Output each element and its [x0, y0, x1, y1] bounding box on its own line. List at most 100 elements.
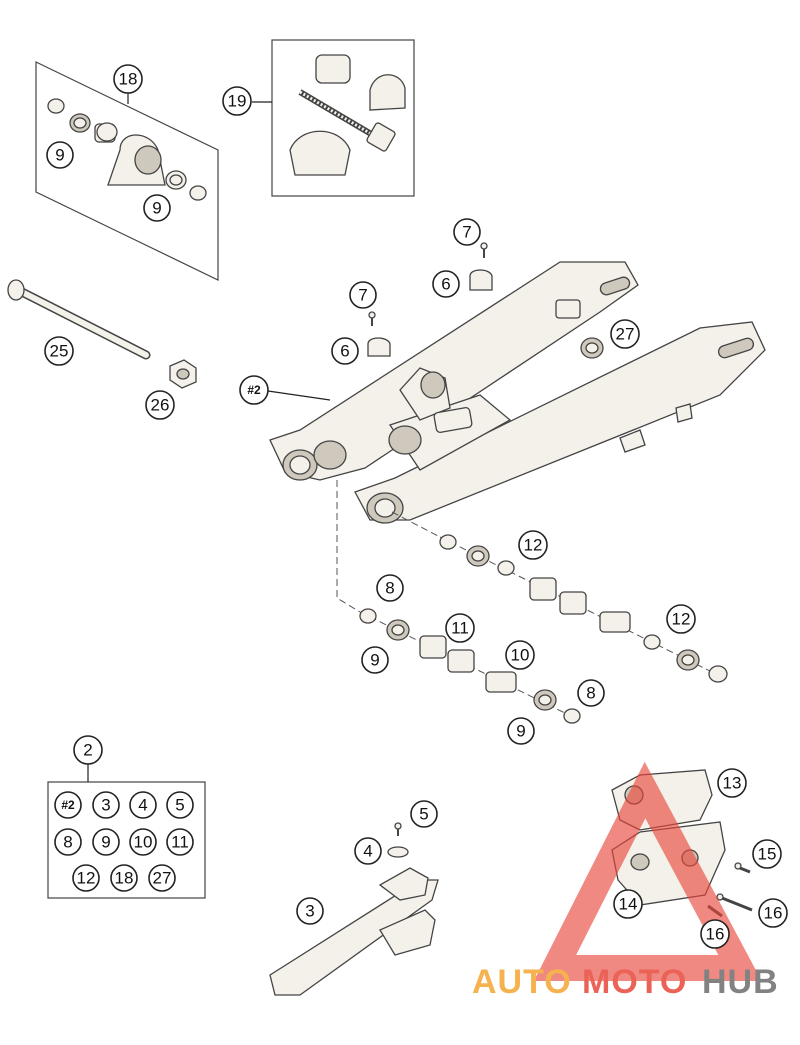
svg-text:12: 12: [77, 869, 96, 888]
callout-2: 2: [73, 735, 103, 765]
callout-14: 14: [613, 889, 643, 919]
svg-text:10: 10: [511, 646, 530, 665]
svg-text:#2: #2: [247, 383, 261, 397]
kit-item-10: 10: [129, 828, 157, 856]
svg-text:18: 18: [115, 869, 134, 888]
callout-6a: 6: [432, 270, 460, 298]
svg-text:5: 5: [419, 805, 428, 824]
svg-text:13: 13: [723, 774, 742, 793]
callout-27: 27: [610, 319, 640, 349]
kit-18-panel: [35, 61, 219, 281]
kit-item-11: 11: [166, 828, 194, 856]
svg-text:8: 8: [385, 579, 394, 598]
svg-text:9: 9: [101, 833, 110, 852]
callout-6b: 6: [331, 337, 359, 365]
callout-4: 4: [354, 837, 382, 865]
callout-15: 15: [752, 839, 782, 869]
callout-8b: 8: [577, 679, 605, 707]
svg-text:25: 25: [50, 342, 69, 361]
kit-item-hash2: #2: [54, 791, 82, 819]
callout-9b: 9: [143, 194, 171, 222]
callout-12a: 12: [518, 530, 548, 560]
kit-item-18: 18: [110, 864, 138, 892]
callout-16b: 16: [700, 919, 730, 949]
chain-slider: [269, 867, 439, 996]
callout-9a: 9: [46, 141, 74, 169]
watermark-auto: AUTO: [472, 963, 572, 1001]
svg-text:12: 12: [672, 610, 691, 629]
callout-9c: 9: [361, 646, 389, 674]
automotohub-watermark: AUTO MOTO HUB: [472, 761, 779, 1001]
svg-text:4: 4: [138, 796, 147, 815]
svg-text:4: 4: [363, 842, 372, 861]
svg-text:12: 12: [524, 536, 543, 555]
callout-9d: 9: [507, 717, 535, 745]
axle-nut: [169, 359, 197, 389]
svg-text:16: 16: [706, 925, 725, 944]
callout-8a: 8: [376, 574, 404, 602]
kit-18-parts: [47, 98, 207, 201]
callout-18: 18: [113, 64, 143, 94]
kit-item-27: 27: [148, 864, 176, 892]
svg-text:27: 27: [616, 325, 635, 344]
svg-text:15: 15: [758, 845, 777, 864]
screw-5-washer-4: [387, 822, 409, 858]
svg-text:9: 9: [152, 199, 161, 218]
watermark-hub: HUB: [702, 963, 779, 1001]
bearing-row-upper: [439, 534, 728, 683]
svg-text:11: 11: [451, 619, 469, 638]
svg-text:19: 19: [228, 92, 247, 111]
kit-19-box: [271, 39, 415, 197]
svg-text:3: 3: [305, 902, 314, 921]
callout-16a: 16: [758, 898, 788, 928]
svg-text:27: 27: [153, 869, 172, 888]
callout-13: 13: [717, 768, 747, 798]
callout-7a: 7: [453, 218, 481, 246]
svg-text:6: 6: [340, 342, 349, 361]
svg-text:7: 7: [358, 286, 367, 305]
svg-text:8: 8: [586, 684, 595, 703]
kit-2-box: [47, 781, 206, 899]
swingarm-body: [269, 261, 766, 524]
callout-19: 19: [222, 86, 252, 116]
svg-text:6: 6: [441, 275, 450, 294]
callout-10: 10: [505, 640, 535, 670]
kit-item-9: 9: [92, 828, 120, 856]
svg-text:9: 9: [55, 146, 64, 165]
svg-text:10: 10: [134, 833, 153, 852]
kit-item-12: 12: [72, 864, 100, 892]
kit-item-4: 4: [129, 791, 157, 819]
callout-11: 11: [445, 613, 475, 643]
svg-text:14: 14: [619, 895, 638, 914]
kit-item-3: 3: [92, 791, 120, 819]
callout-7b: 7: [349, 281, 377, 309]
callout-3: 3: [296, 897, 324, 925]
svg-text:26: 26: [151, 396, 170, 415]
svg-text:11: 11: [171, 833, 189, 852]
bearing-row-lower: [359, 608, 581, 724]
kit-item-5: 5: [166, 791, 194, 819]
svg-text:9: 9: [370, 651, 379, 670]
kit-item-8: 8: [54, 828, 82, 856]
svg-text:#2: #2: [61, 798, 75, 812]
svg-text:16: 16: [764, 904, 783, 923]
chain-guide-clamp-lower: [367, 311, 391, 357]
chain-guide-clamp-upper: [469, 242, 493, 291]
callout-hash2: #2: [239, 375, 269, 405]
svg-text:5: 5: [175, 796, 184, 815]
svg-text:7: 7: [462, 223, 471, 242]
svg-text:18: 18: [119, 70, 138, 89]
svg-text:3: 3: [101, 796, 110, 815]
watermark-moto: MOTO: [582, 963, 687, 1001]
callout-25: 25: [44, 336, 74, 366]
svg-text:8: 8: [63, 833, 72, 852]
pivot-axle: [7, 279, 151, 360]
bushing-27: [580, 337, 604, 359]
callout-26: 26: [145, 390, 175, 420]
svg-text:9: 9: [516, 722, 525, 741]
callout-5: 5: [410, 800, 438, 828]
callout-12b: 12: [666, 604, 696, 634]
kit-19-parts: [289, 54, 406, 176]
svg-text:2: 2: [83, 741, 92, 760]
